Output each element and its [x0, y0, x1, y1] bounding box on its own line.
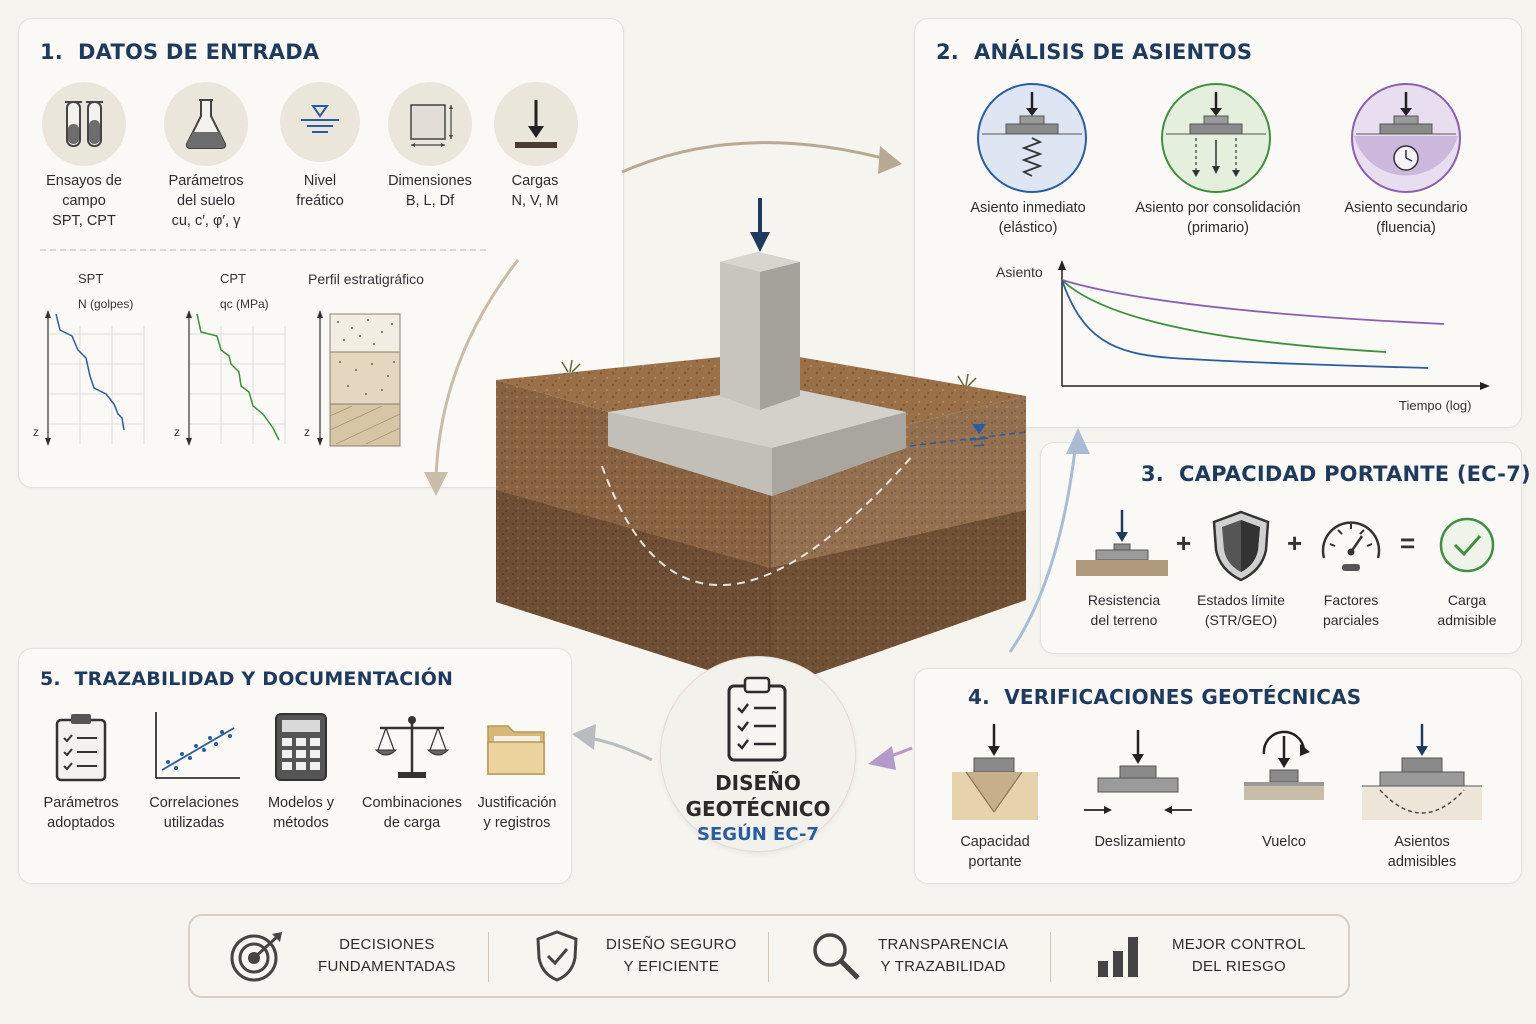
settlement-time-graph [1058, 260, 1490, 390]
spt-axis-z: z [33, 425, 39, 439]
panel3-title: 3. CAPACIDAD PORTANTE (EC-7) [1141, 462, 1531, 486]
label-deslizamiento: Deslizamiento [1094, 834, 1186, 850]
center-text: DISEÑO GEOTÉCNICO SEGÚN EC-7 [660, 770, 856, 848]
center-line3: SEGÚN EC-7 [697, 824, 819, 845]
secondary-settlement-icon [1351, 83, 1461, 193]
bottom-separator-1 [488, 932, 489, 982]
spt-title: SPT [78, 271, 104, 286]
load-icon [494, 82, 578, 166]
folder-icon [487, 725, 545, 775]
center-clipboard-icon [727, 676, 787, 762]
cpt-unit: qc (MPa) [220, 297, 269, 311]
profile-axis-z: z [304, 425, 310, 439]
label-asiento-secundario: Asiento secundario(fluencia) [1344, 200, 1468, 236]
panel5-title: 5. TRAZABILIDAD Y DOCUMENTACIÓN [40, 668, 454, 690]
label-vuelco: Vuelco [1262, 834, 1306, 850]
stratigraphic-profile [317, 310, 401, 447]
shield-icon [1212, 510, 1270, 582]
dimensions-icon [388, 82, 472, 166]
spt-unit: N (golpes) [78, 297, 134, 311]
gauge-icon [1321, 521, 1381, 571]
flask-icon [164, 82, 248, 166]
sliding-check-icon [1084, 730, 1192, 814]
bar-chart-icon [1098, 937, 1138, 977]
water-table-icon [280, 82, 360, 162]
center-line2: GEOTÉCNICO [685, 797, 831, 821]
panel4-title: 4. VERIFICACIONES GEOTÉCNICAS [968, 685, 1362, 709]
allowable-settlement-icon [1362, 724, 1482, 820]
bearing-capacity-check-icon [952, 724, 1038, 820]
test-tubes-icon [42, 82, 126, 166]
graph-xlabel: Tiempo (log) [1399, 398, 1472, 413]
scale-balance-icon [374, 716, 450, 778]
overturning-check-icon [1244, 730, 1324, 800]
spt-graph [45, 310, 145, 446]
label-asiento-consolidacion: Asiento por consolidación(primario) [1135, 200, 1301, 236]
profile-title: Perfil estratigráfico [308, 271, 424, 287]
magnifier-icon [813, 933, 860, 980]
check-circle-icon [1439, 517, 1495, 573]
shield-check-icon [536, 930, 578, 982]
plus-sign-2: + [1287, 528, 1303, 558]
panel2-title: 2. ANÁLISIS DE ASIENTOS [936, 40, 1253, 64]
panel1-title: 1. DATOS DE ENTRADA [40, 40, 320, 64]
center-line1: DISEÑO [715, 771, 801, 795]
label-estados-limite: Estados límite(STR/GEO) [1197, 592, 1285, 628]
cpt-graph [186, 310, 286, 446]
bottom-separator-2 [768, 932, 769, 982]
ground-resistance-icon [1076, 510, 1168, 576]
label-asiento-inmediato: Asiento inmediato(elástico) [970, 200, 1086, 236]
calculator-icon [275, 713, 327, 781]
consolidation-settlement-icon [1161, 83, 1271, 193]
divider-dashed [40, 249, 490, 251]
clipboard-icon [55, 714, 107, 782]
graph-ylabel: Asiento [996, 264, 1043, 280]
cpt-title: CPT [220, 271, 246, 286]
target-icon [230, 932, 282, 982]
equals-sign: = [1400, 528, 1416, 558]
bottom-separator-3 [1050, 932, 1051, 982]
plus-sign-1: + [1176, 528, 1192, 558]
cpt-axis-z: z [174, 425, 180, 439]
immediate-settlement-icon [977, 83, 1087, 193]
scatter-correlation-icon [155, 712, 240, 779]
footing-soil-block-illustration [496, 198, 1027, 690]
